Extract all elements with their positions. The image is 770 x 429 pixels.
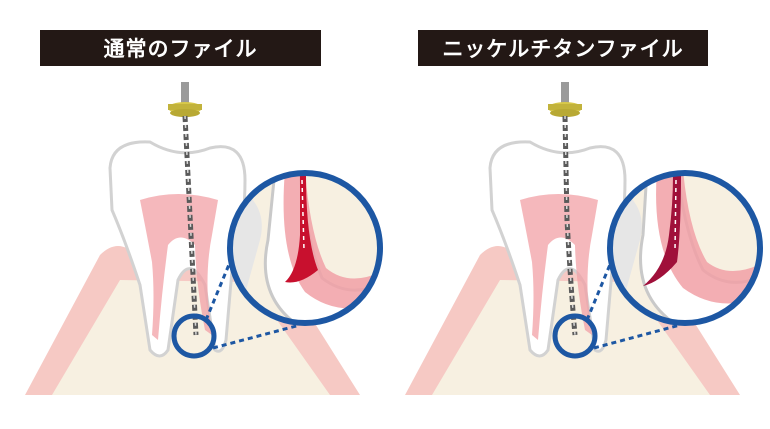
panel-title-standard-file: 通常のファイル [40, 30, 321, 66]
zoom-source-circle [171, 313, 217, 359]
tooth-pulp [140, 194, 218, 340]
nickel-titanium-file-diagram [405, 82, 763, 395]
tooth-pulp [520, 194, 598, 340]
tooth [108, 140, 247, 358]
file-instrument-icon [168, 82, 202, 336]
zoom-magnifier-circle [227, 170, 383, 326]
standard-file-diagram [25, 82, 383, 395]
zoom-source-circle [552, 313, 598, 359]
tooth [488, 140, 627, 358]
file-instrument-icon [548, 82, 582, 336]
panel-title-nickel-titanium-file: ニッケルチタンファイル [418, 30, 708, 66]
